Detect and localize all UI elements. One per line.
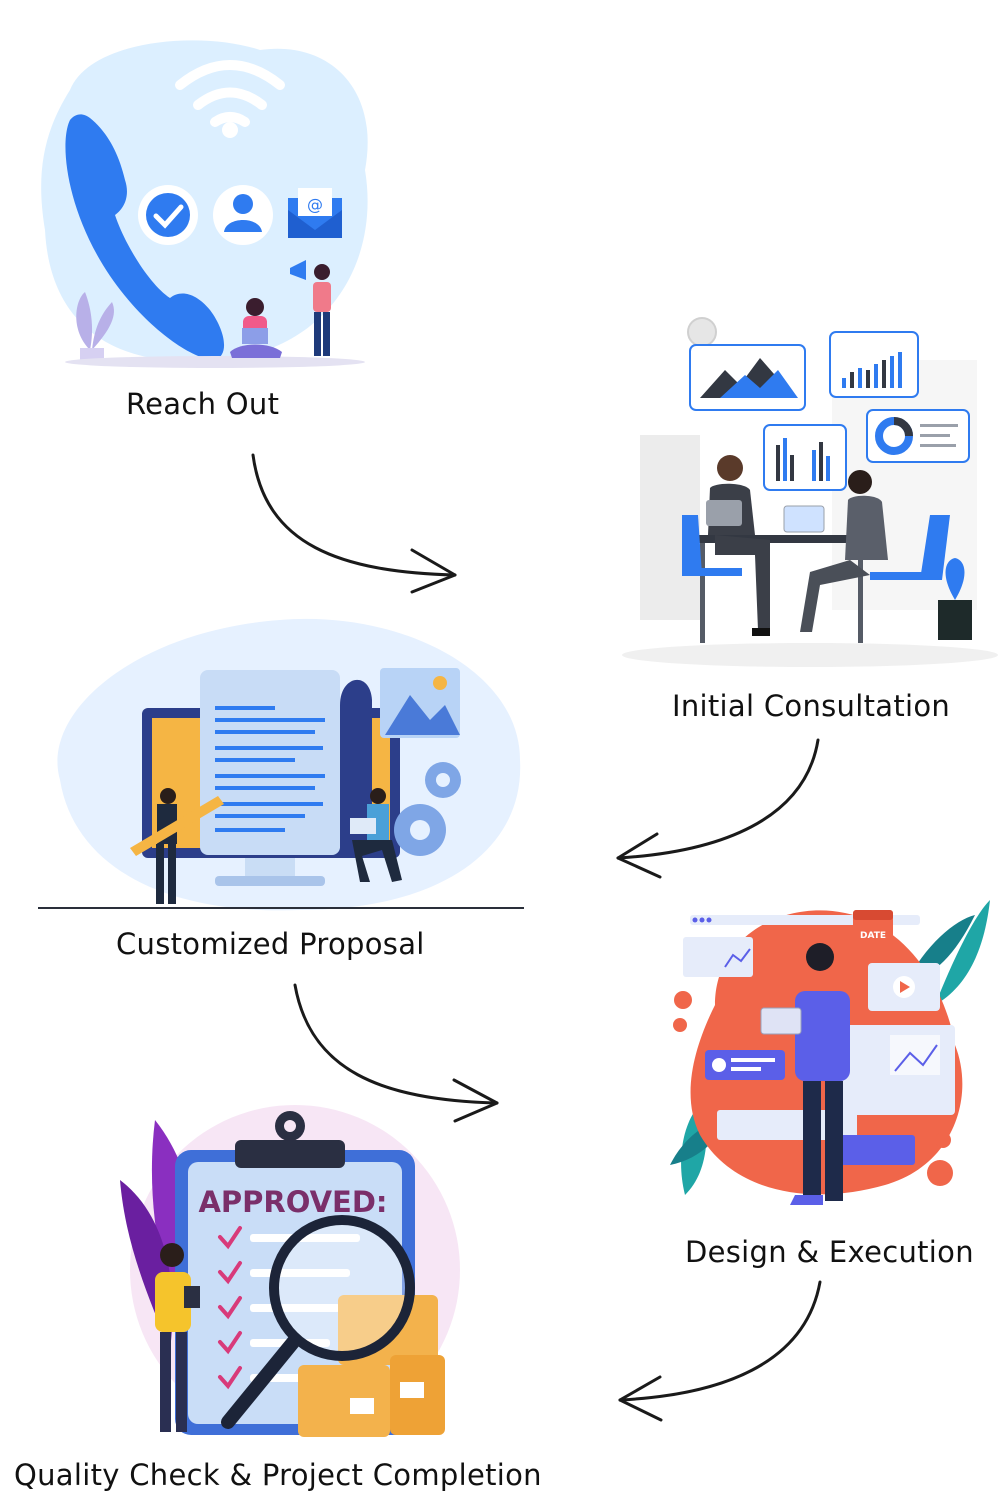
designer-dashboard-illustration: DATE (670, 900, 990, 1205)
check-icon (153, 204, 184, 229)
step-label-customized-proposal: Customized Proposal (116, 927, 425, 961)
step-label-quality-check: Quality Check & Project Completion (14, 1458, 542, 1492)
approved-clipboard-illustration: APPROVED: (120, 1105, 460, 1437)
donut-chart-card (866, 409, 970, 463)
arrow-2 (616, 738, 820, 879)
mountain-chart-card (689, 344, 806, 411)
proposal-document-illustration (38, 618, 524, 911)
man-figure (708, 455, 770, 636)
woman-figure (800, 470, 888, 632)
checklist-icon (218, 1226, 242, 1390)
email-icon: @ (288, 188, 342, 238)
phone-handset-icon (65, 114, 225, 360)
phone-contact-illustration: @ (41, 40, 368, 368)
image-card-icon (380, 668, 460, 738)
package-boxes-icon (298, 1295, 445, 1437)
arrow-1 (251, 453, 457, 594)
wifi-icon (175, 60, 285, 127)
calendar-icon: DATE (853, 910, 893, 946)
step-label-initial-consultation: Initial Consultation (672, 689, 951, 723)
plant-icon (76, 292, 114, 360)
person-tablet-icon (760, 943, 850, 1205)
person-inspector-icon (155, 1243, 200, 1432)
person-laptop-icon (230, 298, 282, 358)
column-chart-card (763, 424, 847, 491)
magnifier-icon (221, 1215, 415, 1429)
svg-text:@: @ (307, 195, 323, 214)
arrow-4 (618, 1280, 822, 1422)
svg-text:DATE: DATE (860, 931, 886, 941)
person-pencil-icon (130, 788, 224, 904)
gear-icon (673, 991, 953, 1186)
person-laptop-icon (350, 788, 402, 882)
person-megaphone-icon (290, 260, 331, 356)
video-play-icon (868, 963, 940, 1011)
svg-text:APPROVED:: APPROVED: (198, 1185, 387, 1219)
step-label-reach-out: Reach Out (126, 387, 280, 421)
step-label-design-execution: Design & Execution (685, 1235, 974, 1269)
business-meeting-illustration (622, 317, 998, 667)
user-icon (224, 194, 262, 232)
bar-chart-card (829, 331, 919, 398)
